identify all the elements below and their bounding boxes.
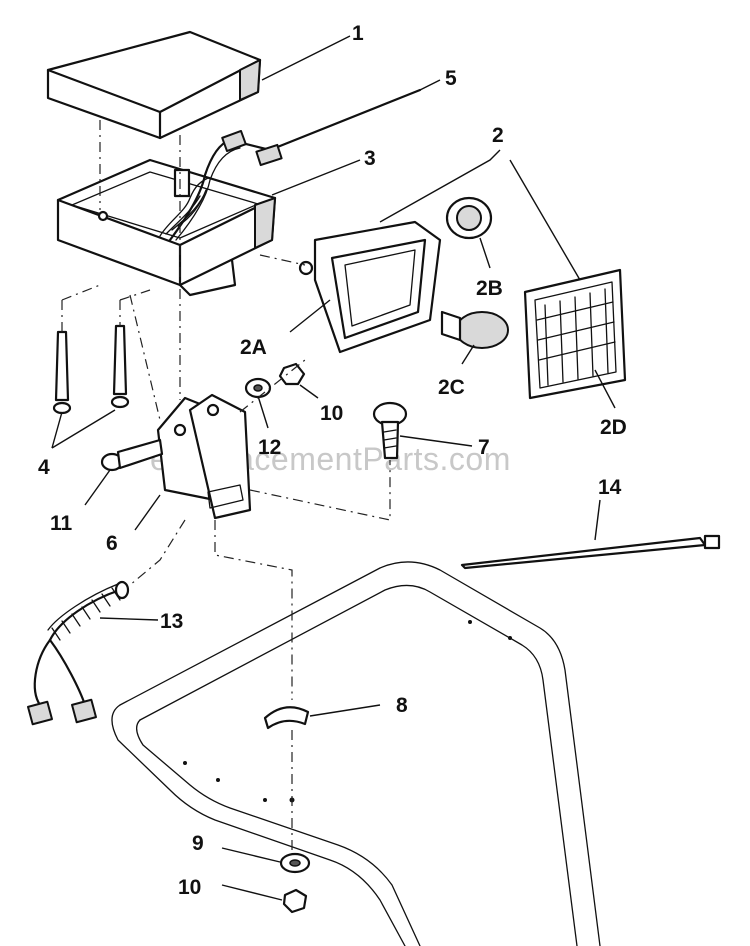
wire-harness-part [159,88,422,242]
housing-cover-part [46,30,262,140]
callout-14: 14 [598,476,622,499]
carriage-bolt-part [372,401,408,460]
handle-frame-illustration [111,561,601,946]
callout-3: 3 [364,147,376,170]
callout-10-lower: 10 [178,876,201,899]
callout-4: 4 [38,456,50,479]
leader-lines [51,35,616,901]
callout-labels: 1 5 2 3 2B 2A 2C 2D 10 12 7 4 14 11 6 13… [38,22,627,899]
spacer-part [263,706,310,730]
bulb-part [440,310,509,349]
callout-2b: 2B [476,277,503,300]
callout-6: 6 [106,532,118,555]
callout-2a: 2A [240,336,267,359]
headlamp-assembly-part [298,220,442,354]
assembly-lines [61,120,391,850]
callout-2d: 2D [600,416,627,439]
hex-bolt-part [100,438,164,472]
cable-tie-part [460,534,721,570]
callout-12: 12 [258,436,281,459]
callout-5: 5 [445,67,457,90]
nut-part [278,362,306,386]
callout-11: 11 [50,512,73,535]
callout-10-upper: 10 [320,402,343,425]
callout-9: 9 [192,832,204,855]
lens-part [523,268,627,400]
bottom-washer-part [279,852,311,874]
washer-part [244,377,272,399]
callout-2c: 2C [438,376,465,399]
coil-cord-part [27,580,130,726]
callout-8: 8 [396,694,408,717]
bottom-nut-part [282,888,308,914]
callout-7: 7 [478,436,490,459]
callout-1: 1 [352,22,364,45]
mounting-bracket-part [156,393,252,520]
socket-part [445,196,493,240]
callout-13: 13 [160,610,183,633]
callout-2: 2 [492,124,504,147]
screw-part [52,324,130,415]
